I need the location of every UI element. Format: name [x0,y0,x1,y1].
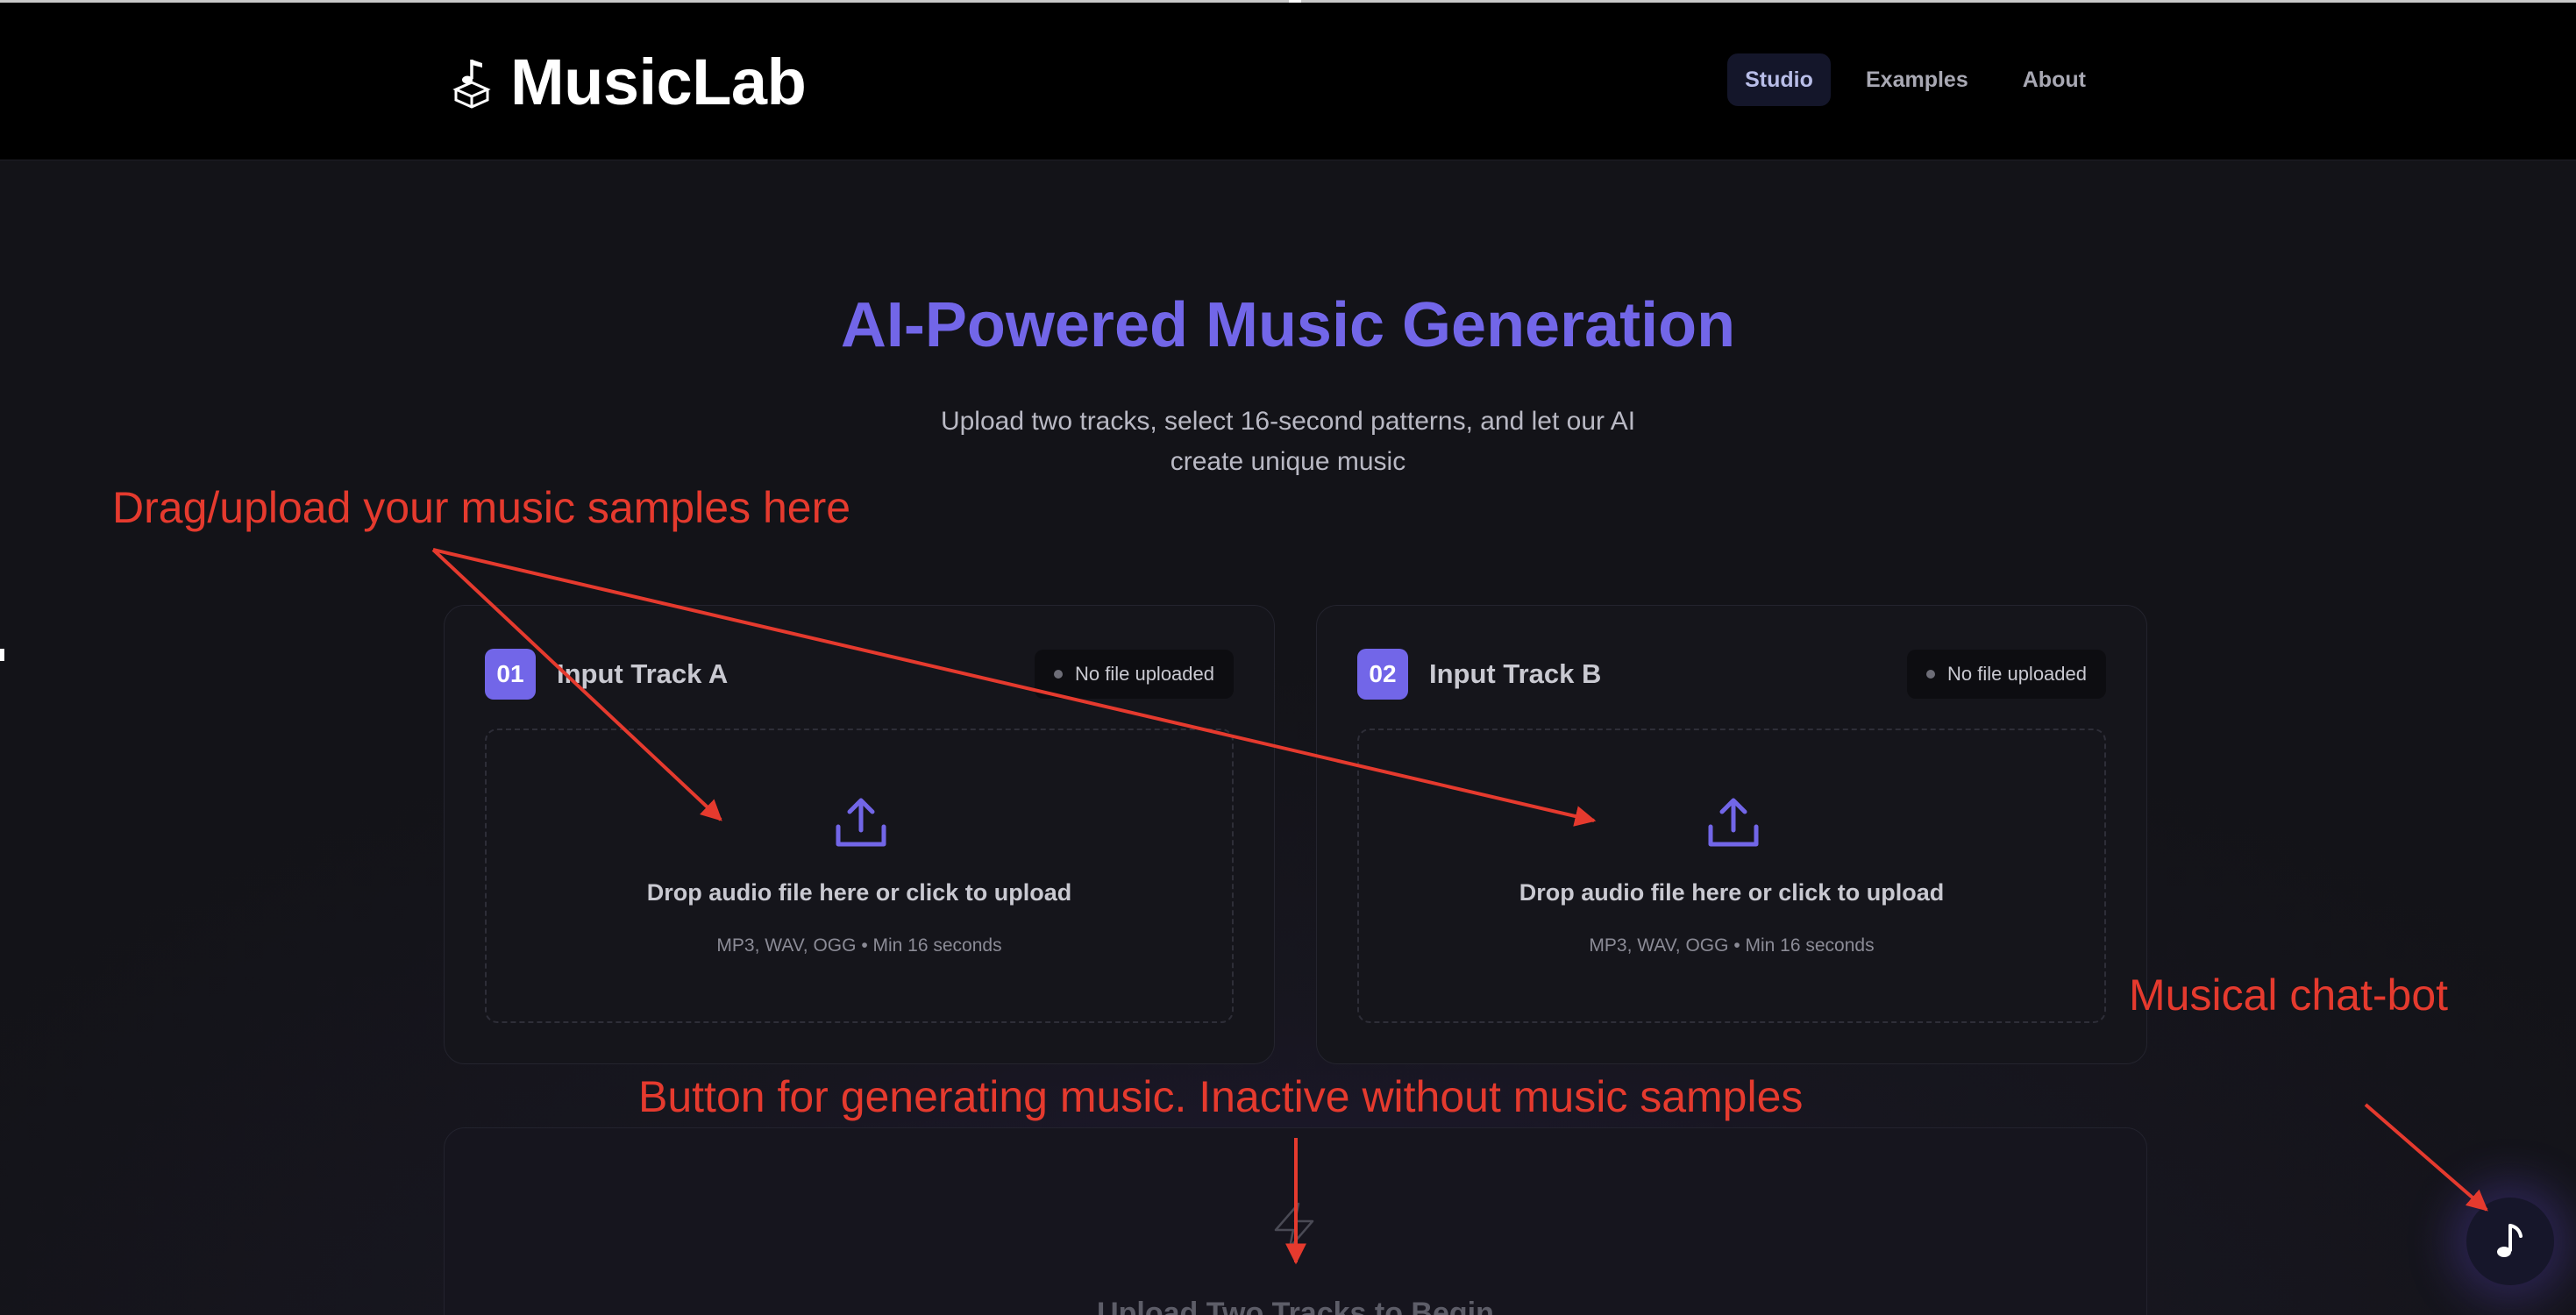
brand-name: MusicLab [510,46,807,118]
top-navbar: MusicLab Studio Examples About [0,3,2576,160]
track-card-header: 01 Input Track A No file uploaded [485,648,1234,700]
nav-about[interactable]: About [2022,67,2086,92]
nav-studio[interactable]: Studio [1727,53,1831,106]
arrow-to-chatbot [2364,1103,2488,1212]
drop-hint: MP3, WAV, OGG • Min 16 seconds [716,935,1002,956]
status-dot-icon [1053,670,1063,679]
dropzone-track-b[interactable]: Drop audio file here or click to upload … [1357,729,2106,1023]
file-status-badge: No file uploaded [1906,650,2106,699]
track-card-header: 02 Input Track B No file uploaded [1357,648,2106,700]
drop-hint: MP3, WAV, OGG • Min 16 seconds [1589,935,1875,956]
track-number-badge: 01 [485,649,536,700]
track-title: Input Track A [557,658,729,689]
generate-button-label: Upload Two Tracks to Begin [1097,1297,1494,1315]
top-border-line [0,0,2576,3]
track-card-b: 02 Input Track B No file uploaded Drop a… [1316,605,2147,1064]
track-number-badge: 02 [1357,649,1408,700]
upload-icon [1708,798,1759,847]
file-status-text: No file uploaded [1074,663,1214,685]
left-edge-marker [0,649,4,661]
music-note-icon [2497,1224,2523,1257]
brand[interactable]: MusicLab [452,45,807,119]
dropzone-track-a[interactable]: Drop audio file here or click to upload … [485,729,1234,1023]
lightning-icon [1274,1202,1314,1249]
drop-label: Drop audio file here or click to upload [646,879,1072,906]
drop-label: Drop audio file here or click to upload [1519,879,1945,906]
nav-examples[interactable]: Examples [1866,67,1968,92]
hero-subtitle: Upload two tracks, select 16-second patt… [940,407,1636,476]
upload-icon [836,798,886,847]
track-card-a: 01 Input Track A No file uploaded Drop a… [444,605,1275,1064]
file-status-text: No file uploaded [1946,663,2087,685]
annotation-chatbot: Musical chat-bot [2129,970,2449,1020]
annotation-upload: Drag/upload your music samples here [112,483,851,532]
file-status-badge: No file uploaded [1034,650,1234,699]
hero-title: AI-Powered Music Generation [840,290,1736,360]
chatbot-button[interactable] [2466,1198,2554,1285]
main-nav: Studio Examples About [1727,53,2105,106]
status-dot-icon [1925,670,1935,679]
annotation-generate: Button for generating music. Inactive wi… [638,1072,1804,1121]
track-title: Input Track B [1429,658,1602,689]
generate-button[interactable]: Upload Two Tracks to Begin [444,1127,2147,1315]
music-box-icon [452,59,491,109]
